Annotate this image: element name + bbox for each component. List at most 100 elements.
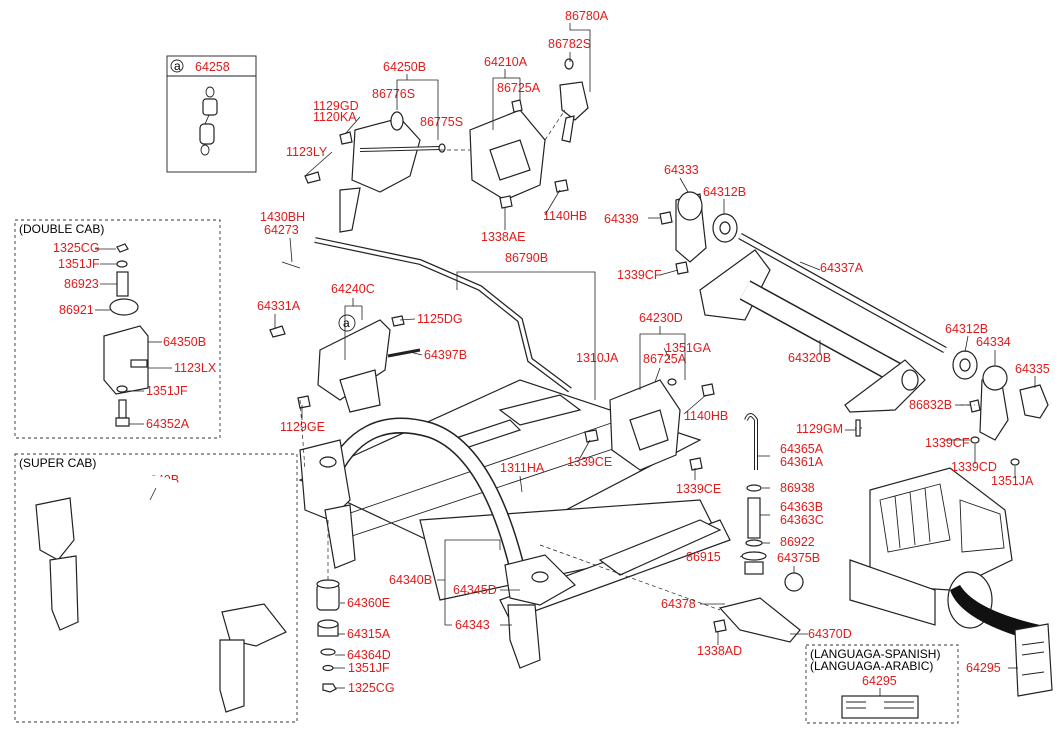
label-64350B[interactable]: 64350B — [163, 335, 206, 349]
label-1351JF-double[interactable]: 1351JF — [58, 257, 100, 271]
label-64337A[interactable]: 64337A — [820, 261, 864, 275]
label-1311HA[interactable]: 1311HA — [500, 461, 545, 475]
truck-icon — [849, 467, 1053, 697]
label-64363C[interactable]: 64363C — [780, 513, 824, 527]
label-64340B-mid[interactable]: 64340B — [389, 573, 432, 587]
label-1120KA[interactable]: 1120KA — [313, 110, 357, 124]
label-64240C[interactable]: 64240C — [331, 282, 375, 296]
label-64339[interactable]: 64339 — [604, 212, 639, 226]
label-1339CE-left[interactable]: 1339CE — [567, 455, 612, 469]
axle-tube-64320B — [699, 232, 947, 413]
label-64364D[interactable]: 64364D — [347, 648, 391, 662]
warning-label-icon — [841, 695, 919, 719]
label-86915[interactable]: 86915 — [686, 550, 721, 564]
spring-pin-icon — [199, 86, 218, 156]
super-cab-title: (SUPER CAB) — [19, 456, 96, 470]
label-64370D[interactable]: 64370D — [808, 627, 852, 641]
label-64335[interactable]: 64335 — [1015, 362, 1050, 376]
label-64250B[interactable]: 64250B — [383, 60, 426, 74]
label-1351JF-double-b[interactable]: 1351JF — [146, 384, 188, 398]
label-1125DG[interactable]: 1125DG — [417, 312, 463, 326]
bracket-64210A — [469, 99, 569, 209]
label-86782S[interactable]: 86782S — [548, 37, 591, 51]
language-arabic-label: (LANGUAGA-ARABIC) — [810, 659, 933, 673]
label-64320B[interactable]: 64320B — [788, 351, 831, 365]
label-64295-right[interactable]: 64295 — [966, 661, 1001, 675]
label-64352A[interactable]: 64352A — [146, 417, 190, 431]
hook-bolt-64365A — [713, 413, 862, 643]
bushing-stack — [316, 579, 340, 693]
circle-a-marker-icon — [338, 314, 356, 332]
label-1339CE-right[interactable]: 1339CE — [676, 482, 721, 496]
label-86832B[interactable]: 86832B — [909, 398, 952, 412]
label-1140HB-mid[interactable]: 1140HB — [684, 409, 728, 423]
circle-a-label: a — [174, 59, 181, 73]
label-1129GE[interactable]: 1129GE — [280, 420, 325, 434]
label-86725A-top[interactable]: 86725A — [497, 81, 541, 95]
label-86780A[interactable]: 86780A — [565, 9, 609, 23]
bracket-64240C: a — [269, 314, 421, 413]
language-spanish-label: (LANGUAGA-SPANISH) — [810, 647, 940, 661]
stabilizer-rod — [281, 237, 572, 393]
bracket-64230D — [584, 378, 715, 471]
label-1310JA[interactable]: 1310JA — [576, 351, 619, 365]
reference-dashed-lines — [299, 109, 975, 611]
label-86725A-mid[interactable]: 86725A — [643, 352, 687, 366]
label-1338AE[interactable]: 1338AE — [481, 230, 525, 244]
label-64331A[interactable]: 64331A — [257, 299, 301, 313]
label-64312B-right[interactable]: 64312B — [945, 322, 988, 336]
label-64397B[interactable]: 64397B — [424, 348, 467, 362]
label-64210A[interactable]: 64210A — [484, 55, 528, 69]
label-64334[interactable]: 64334 — [976, 335, 1011, 349]
label-64258[interactable]: 64258 — [195, 60, 230, 74]
label-1123LY[interactable]: 1123LY — [286, 145, 328, 159]
label-1140HB-top[interactable]: 1140HB — [543, 209, 587, 223]
label-64315A[interactable]: 64315A — [347, 627, 391, 641]
label-1325CG-double[interactable]: 1325CG — [53, 241, 100, 255]
super-cab-box: (SUPER CAB) 64340B — [14, 453, 298, 723]
leader-lines — [274, 23, 1036, 689]
label-64375B[interactable]: 64375B — [777, 551, 820, 565]
label-1351JF-bottom[interactable]: 1351JF — [348, 661, 390, 675]
inset-64258-box: a 64258 — [166, 55, 257, 173]
label-64333[interactable]: 64333 — [664, 163, 699, 177]
circle-a-marker-label: a — [343, 316, 350, 330]
label-1339CF-top[interactable]: 1339CF — [617, 268, 662, 282]
lever-assembly-64250B — [304, 111, 446, 233]
double-cab-title: (DOUBLE CAB) — [19, 222, 104, 236]
label-64361A[interactable]: 64361A — [780, 455, 824, 469]
label-1129GM[interactable]: 1129GM — [796, 422, 843, 436]
label-1129GD[interactable]: 1129GD — [313, 99, 359, 113]
label-64345D[interactable]: 64345D — [453, 583, 497, 597]
label-86938[interactable]: 86938 — [780, 481, 815, 495]
label-64363B[interactable]: 64363B — [780, 500, 823, 514]
label-86921[interactable]: 86921 — [59, 303, 94, 317]
label-1351JA[interactable]: 1351JA — [991, 474, 1034, 488]
label-64365A[interactable]: 64365A — [780, 442, 824, 456]
label-1338AD[interactable]: 1338AD — [697, 644, 742, 658]
label-86922[interactable]: 86922 — [780, 535, 815, 549]
label-1339CD[interactable]: 1339CD — [951, 460, 997, 474]
label-1430BH[interactable]: 1430BH — [260, 210, 305, 224]
label-64360E[interactable]: 64360E — [347, 596, 390, 610]
label-64230D[interactable]: 64230D — [639, 311, 683, 325]
label-64343[interactable]: 64343 — [455, 618, 490, 632]
double-cab-box: (DOUBLE CAB) 1325CG 1351JF 86923 86921 6… — [14, 219, 221, 439]
hook-86780A — [559, 58, 589, 143]
label-64273[interactable]: 64273 — [264, 223, 299, 237]
label-64312B-top[interactable]: 64312B — [703, 185, 746, 199]
bracket-64333 — [659, 191, 738, 275]
circle-a-icon — [170, 59, 184, 73]
label-64378[interactable]: 64378 — [661, 597, 696, 611]
label-1339CF-right[interactable]: 1339CF — [925, 436, 970, 450]
label-86775S[interactable]: 86775S — [420, 115, 463, 129]
label-64295-box[interactable]: 64295 — [862, 674, 897, 688]
label-1325CG-bottom[interactable]: 1325CG — [348, 681, 395, 695]
label-1123LX[interactable]: 1123LX — [174, 361, 217, 375]
label-86790B[interactable]: 86790B — [505, 251, 548, 265]
label-86776S[interactable]: 86776S — [372, 87, 415, 101]
label-1351GA[interactable]: 1351GA — [665, 341, 712, 355]
label-86923[interactable]: 86923 — [64, 277, 99, 291]
language-box: (LANGUAGA-SPANISH) (LANGUAGA-ARABIC) 642… — [805, 644, 959, 724]
